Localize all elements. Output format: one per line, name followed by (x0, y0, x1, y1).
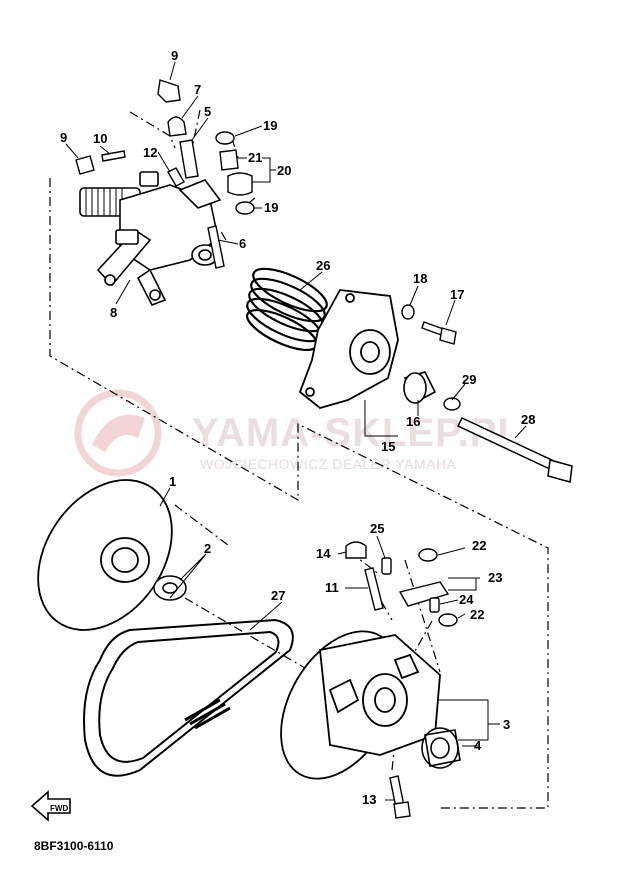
callout-label: 9 (60, 130, 67, 145)
bushing-4 (421, 727, 461, 769)
part-12 (167, 167, 185, 187)
callout-label: 9 (171, 48, 178, 63)
part-20-collar (227, 172, 253, 196)
part-25 (381, 557, 392, 575)
callout-label: 21 (248, 150, 262, 165)
part-19-top (215, 131, 235, 145)
callout-label: 25 (370, 521, 384, 536)
part-9-top (157, 79, 181, 103)
bolt-17 (421, 321, 457, 345)
watermark-logo (74, 389, 162, 477)
part-7 (167, 116, 187, 137)
watermark-tagline: WOJCIECHOWICZ DEALER YAMAHA (200, 456, 457, 472)
part-24 (429, 597, 440, 613)
secondary-sheave-spider (79, 171, 222, 307)
callout-label: 26 (316, 258, 330, 273)
callout-label: 14 (316, 546, 331, 561)
leader-lines (65, 61, 527, 801)
callout-label: 15 (381, 439, 395, 454)
part-9-left (75, 155, 95, 175)
fwd-arrow-icon: FWD (30, 790, 71, 822)
washer-22-top (418, 548, 438, 562)
part-21 (219, 149, 239, 171)
washer-22-bottom (438, 613, 458, 627)
callout-label: 22 (470, 607, 484, 622)
bushing-2 (153, 575, 187, 601)
callout-label: 27 (271, 588, 285, 603)
callout-label: 18 (413, 271, 427, 286)
washer-29 (443, 397, 461, 411)
callout-label: 28 (521, 412, 535, 427)
callout-label: 2 (204, 541, 211, 556)
callout-label: 23 (488, 570, 502, 585)
callout-label: 5 (204, 104, 211, 119)
part-10 (101, 150, 126, 162)
bolt-28 (456, 417, 573, 483)
callout-label: 6 (239, 236, 246, 251)
callout-label: 1 (169, 474, 176, 489)
callout-label: 7 (194, 82, 201, 97)
callout-label: 11 (325, 580, 339, 595)
nut-18 (401, 304, 415, 320)
callout-label: 22 (472, 538, 486, 553)
callout-label: 24 (459, 592, 474, 607)
part-6-bolt (207, 225, 225, 269)
drawing-code: 8BF3100-6110 (34, 839, 114, 853)
callout-label: 16 (406, 414, 420, 429)
small-parts-lower (345, 541, 458, 627)
callout-label: 29 (462, 372, 476, 387)
part-19-bottom (235, 201, 255, 215)
watermark-brand: YAMA-SKLEP.PL (192, 411, 523, 455)
callout-label: 19 (264, 200, 278, 215)
v-belt-27 (83, 618, 294, 777)
part-14 (345, 541, 367, 559)
bushing-16 (403, 371, 437, 404)
watermark: YAMA-SKLEP.PL WOJCIECHOWICZ DEALER YAMAH… (74, 389, 523, 477)
pin-11 (364, 567, 384, 611)
assembly-guide-lines (49, 109, 549, 809)
callout-label: 19 (263, 118, 277, 133)
callout-label: 12 (143, 145, 157, 160)
lever-23 (398, 581, 450, 607)
callout-label: 10 (93, 131, 107, 146)
callout-label: 20 (277, 163, 291, 178)
callout-numbers: 9 7 5 19 10 12 21 20 19 6 8 9 26 18 17 2… (60, 48, 535, 807)
callout-label: 3 (503, 717, 510, 732)
bolt-13 (389, 775, 411, 819)
callout-label: 17 (450, 287, 464, 302)
part-5 (179, 139, 199, 179)
spring-seat-15 (298, 289, 399, 409)
fwd-label: FWD (50, 804, 68, 813)
callout-label: 8 (110, 305, 117, 320)
small-parts-upper (75, 79, 255, 269)
callout-label: 4 (474, 738, 482, 753)
movable-sheave-3 (280, 630, 441, 780)
fixed-sheave-1 (37, 479, 173, 631)
callout-label: 13 (362, 792, 376, 807)
